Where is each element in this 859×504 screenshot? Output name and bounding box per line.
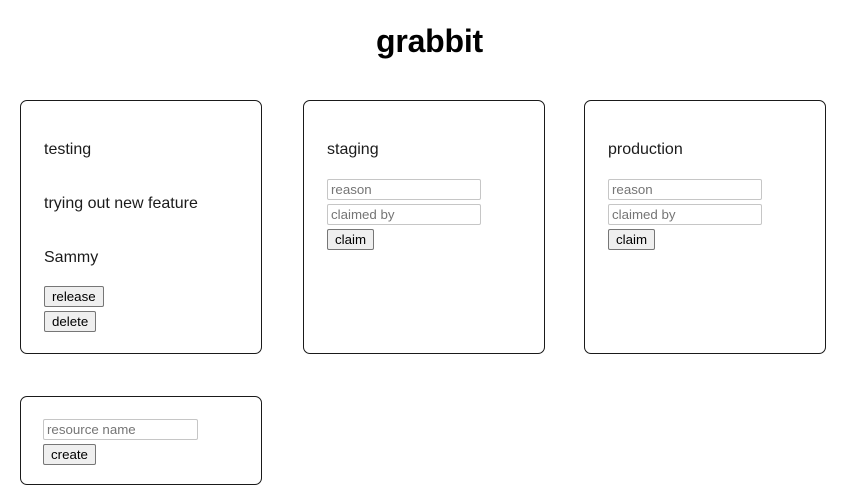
resource-card-staging: staging claim	[303, 100, 545, 354]
delete-button[interactable]: delete	[44, 311, 97, 332]
resource-card-testing: testing trying out new feature Sammy rel…	[20, 100, 262, 354]
claimed-by-input[interactable]	[327, 204, 481, 225]
resource-name: production	[608, 141, 683, 158]
release-button[interactable]: release	[44, 286, 104, 307]
resource-name: staging	[327, 141, 379, 158]
resource-claimed-by: Sammy	[44, 249, 99, 266]
claim-button[interactable]: claim	[327, 229, 375, 250]
create-resource-card: create	[20, 396, 262, 485]
page-title: grabbit	[375, 23, 484, 59]
resource-reason: trying out new feature	[44, 195, 198, 212]
claim-button[interactable]: claim	[608, 229, 656, 250]
resource-card-production: production claim	[584, 100, 826, 354]
resource-name: testing	[44, 141, 92, 158]
claim-form: claim	[608, 179, 762, 250]
claimed-by-input[interactable]	[608, 204, 762, 225]
resource-actions: release delete	[44, 286, 104, 332]
create-button[interactable]: create	[43, 444, 96, 465]
reason-input[interactable]	[608, 179, 762, 200]
create-form: create	[43, 419, 198, 465]
resource-name-input[interactable]	[43, 419, 198, 440]
reason-input[interactable]	[327, 179, 481, 200]
claim-form: claim	[327, 179, 481, 250]
